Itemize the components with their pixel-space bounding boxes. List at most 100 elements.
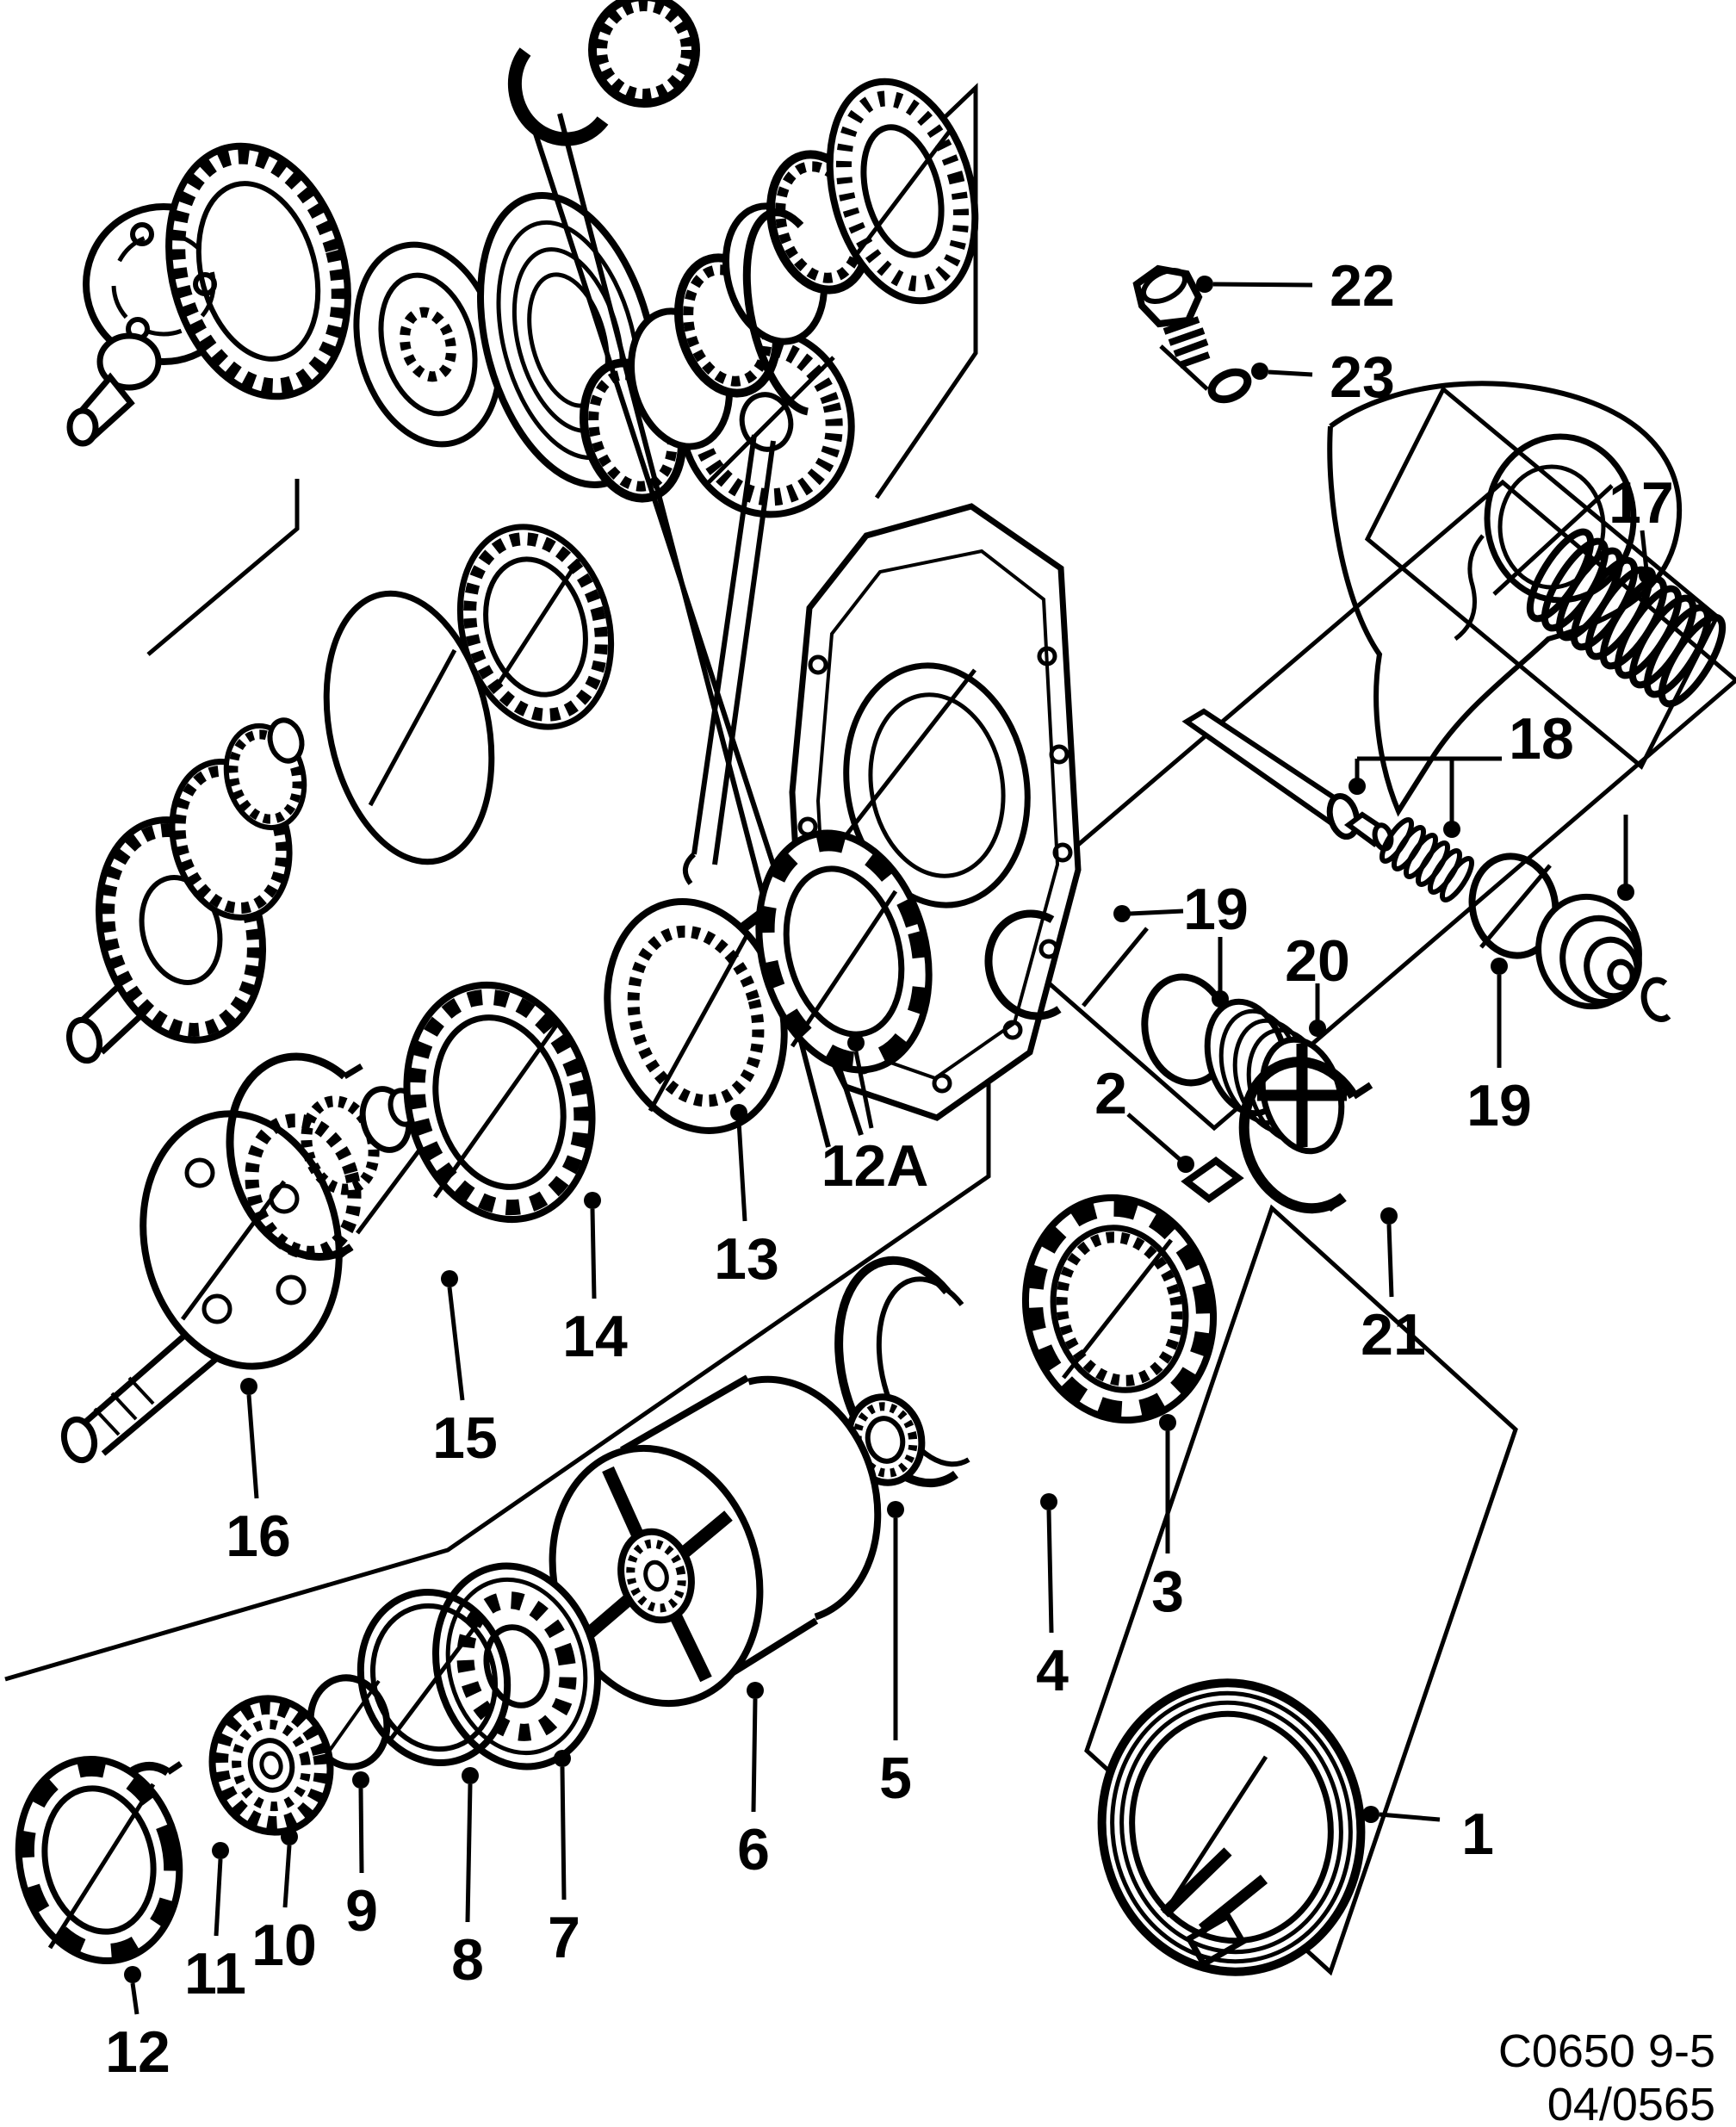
leader-dot (1212, 990, 1229, 1008)
ring-gear-teeth (170, 148, 347, 394)
leader-dot (1443, 821, 1460, 838)
snap-ring-end (166, 1761, 183, 1775)
leader-dot (1309, 1020, 1326, 1037)
detent-kit-box (980, 479, 1736, 1132)
gasket-ring (323, 590, 495, 865)
axis-slash (432, 1019, 562, 1199)
axis-slash (368, 648, 457, 807)
cover-opening-inner (868, 692, 1006, 878)
leader-dot (1362, 1806, 1380, 1823)
drum-spline-hub (400, 307, 456, 382)
callout-14: 14 (562, 1192, 628, 1369)
bearing-bore (865, 1416, 906, 1464)
leader-dot (441, 1270, 458, 1287)
leader-line (1126, 1113, 1183, 1163)
leader-line (1386, 1224, 1394, 1298)
o-ring (1468, 853, 1559, 959)
band-groove (1119, 1700, 1343, 1955)
band-strap (1160, 1847, 1232, 1918)
axis-slash (790, 890, 898, 1048)
gear-teeth (228, 729, 302, 824)
callout-20: 20 (1285, 928, 1350, 1037)
leader-dot (847, 1034, 865, 1051)
snap-ring-21 (1238, 1057, 1373, 1214)
leader-dot (747, 1682, 764, 1699)
part-number-label: 12 (105, 2019, 170, 2085)
part-number-label: 8 (451, 1927, 484, 1993)
part-number-label: 18 (1509, 706, 1574, 772)
bearing-rollers (852, 1402, 918, 1478)
part-number-label: 16 (226, 1504, 291, 1569)
retaining-ring-open (742, 208, 809, 416)
leader-dot (1196, 276, 1213, 293)
part-number-label: 3 (1151, 1559, 1184, 1624)
leader-dot (212, 1842, 229, 1859)
callout-2: 2 (1094, 1061, 1194, 1173)
web-holes (184, 1157, 307, 1324)
snap-ring (1238, 1057, 1359, 1214)
drum-top-edge (620, 1374, 749, 1454)
callout-4: 4 (1036, 1493, 1069, 1703)
anchor-key (1181, 1157, 1244, 1203)
leader-dot (554, 1750, 571, 1767)
part-number-label: 6 (737, 1817, 770, 1882)
gasket (323, 590, 495, 865)
differential-hub (96, 332, 162, 391)
spring-box (1364, 386, 1720, 770)
part-number-label: 15 (432, 1405, 498, 1471)
part-number-label: 12A (822, 1133, 929, 1199)
part-number-label: 4 (1036, 1638, 1069, 1703)
axis-slash (180, 1180, 287, 1321)
tapered-roller-bearing (826, 78, 979, 305)
leader-line (1379, 1812, 1441, 1822)
callout-6: 6 (737, 1682, 770, 1882)
leader-line (736, 1120, 747, 1222)
output-shaft-assembly (60, 1086, 418, 1464)
snap-ring-end (1351, 1082, 1373, 1100)
axis-slash (648, 933, 750, 1113)
callout-1: 1 (1362, 1801, 1494, 1867)
axis-slash (1162, 1755, 1268, 1915)
one-way-clutch-7 (432, 1562, 601, 1770)
callout-10: 10 (251, 1828, 317, 1978)
axis-slash (1479, 864, 1552, 949)
shaft-splines (93, 1376, 155, 1436)
drum-opening (378, 272, 478, 417)
leader-dot (352, 1771, 369, 1789)
band-inner (1129, 1710, 1334, 1944)
leader-dot (1348, 778, 1366, 795)
callout-21: 21 (1361, 1207, 1426, 1367)
cup-tip (1607, 958, 1636, 991)
leader-line (282, 1845, 292, 1908)
bearing-rollers (835, 90, 970, 292)
callout-9: 9 (345, 1771, 378, 1944)
plate-lugs (759, 835, 929, 1068)
carrier-hole (130, 222, 154, 246)
ring-teeth (463, 532, 608, 722)
leader-line (1640, 530, 1649, 571)
leader-line (1268, 369, 1313, 377)
selector-rod-edge (691, 434, 757, 855)
leader-dot (1617, 884, 1634, 901)
leader-dot (1177, 1156, 1194, 1173)
steel-plate-12A (755, 829, 933, 1074)
snap-ring (742, 208, 809, 416)
axis-slash (1062, 1238, 1173, 1380)
snap-ring (226, 1052, 354, 1261)
part-number-label: 20 (1285, 928, 1350, 994)
plug-pointer-line (1159, 344, 1209, 391)
shaft-stub (267, 717, 305, 764)
part-number-label: 23 (1330, 344, 1395, 410)
callout-12: 12 (105, 1966, 170, 2085)
leader-dot (462, 1767, 479, 1784)
drain-plug (1132, 264, 1211, 391)
housing-outline (1327, 381, 1683, 817)
callout-5: 5 (879, 1501, 912, 1811)
ring-gear-bore (195, 181, 321, 362)
leader-line (465, 1783, 473, 1923)
part-number-label: 19 (1466, 1073, 1532, 1138)
countershaft-gear-cluster (65, 717, 307, 1064)
band-groove (1110, 1690, 1353, 1964)
disc-inner-teeth (627, 925, 765, 1107)
drain-plug-o-ring (1207, 368, 1252, 404)
